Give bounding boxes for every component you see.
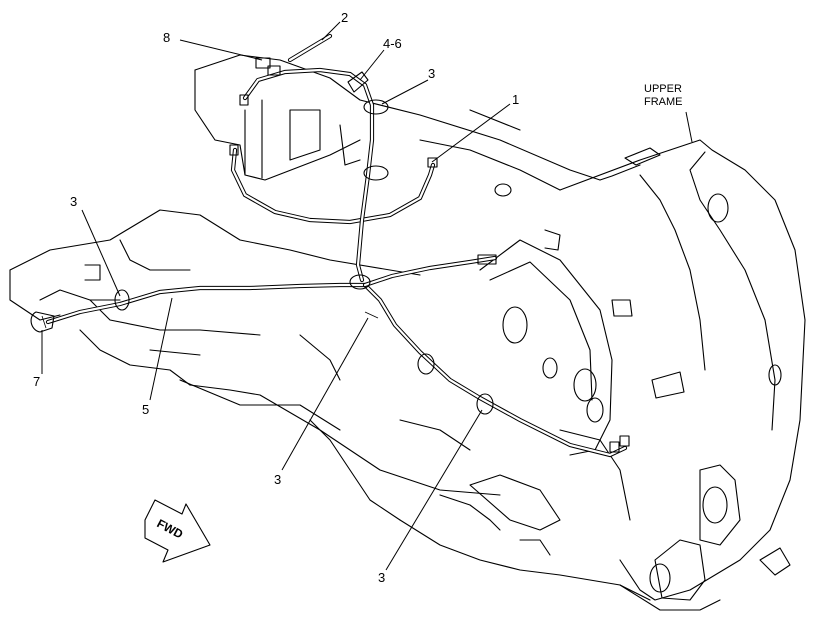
upper-frame-label: UPPER FRAME: [644, 83, 683, 108]
leader-lines: [41, 21, 693, 571]
clamp-bottom-left: [417, 353, 435, 375]
fitting-end-b: [619, 435, 630, 447]
hose-fittings: [30, 57, 630, 453]
fitting-left-mid: [229, 144, 239, 156]
fitting-8b: [267, 65, 281, 76]
fwd-arrow-label: FWD: [155, 516, 186, 541]
fitting-end-a: [609, 441, 620, 453]
fitting-8: [255, 57, 271, 69]
callout-labels: 2 8 4-6 3 1 3 7 5 3 3: [33, 10, 519, 585]
fwd-direction-arrow: FWD: [144, 499, 211, 563]
upper-frame-label-line2: FRAME: [644, 96, 683, 108]
fitting-1: [427, 157, 438, 168]
fitting-right: [477, 254, 497, 265]
clamp-top: [363, 99, 389, 115]
callout-8: 8: [163, 30, 170, 45]
coupler-7: [30, 311, 55, 333]
hose-assembly: [45, 33, 628, 458]
clamp-bottom: [476, 393, 494, 415]
callout-7: 7: [33, 374, 40, 389]
clamp-left: [114, 289, 130, 311]
upper-frame-structure: [9, 54, 806, 611]
clamp-junction: [349, 274, 371, 290]
callout-1: 1: [512, 92, 519, 107]
callout-3-left: 3: [70, 194, 77, 209]
callout-2: 2: [341, 10, 348, 25]
clamp-mid: [363, 165, 389, 181]
bracket-4-6: [347, 71, 369, 93]
upper-frame-label-line1: UPPER: [644, 83, 682, 95]
hose-clamps: [114, 71, 494, 415]
callout-3-bottom: 3: [378, 570, 385, 585]
fitting-left-top: [239, 94, 249, 106]
callout-4-6: 4-6: [383, 36, 402, 51]
callout-3-top: 3: [428, 66, 435, 81]
callout-3-bottom-left: 3: [274, 472, 281, 487]
callout-5: 5: [142, 402, 149, 417]
